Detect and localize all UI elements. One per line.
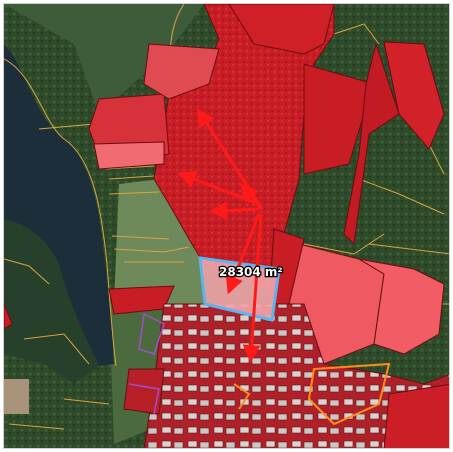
parcel-east-light xyxy=(358,258,445,355)
orange-outline-parcel xyxy=(307,362,391,426)
red-parcels xyxy=(4,4,449,448)
cadastral-boundaries xyxy=(4,4,449,430)
orange-outline-segment xyxy=(233,383,251,410)
parcel-west-light xyxy=(93,141,165,170)
parcel-east xyxy=(303,63,375,175)
arrow-icon xyxy=(242,213,263,363)
parcel-north-strip xyxy=(228,4,335,55)
arrow-icon xyxy=(240,183,264,210)
forest-patch xyxy=(4,4,204,114)
parcel-east-strip xyxy=(343,42,400,246)
shore-forest xyxy=(4,219,99,384)
residential-area xyxy=(143,303,449,448)
arrow-icon xyxy=(225,213,261,295)
satellite-map[interactable]: 28304 m² xyxy=(4,4,450,449)
parcel-edge xyxy=(4,303,13,330)
parcel-residential-west xyxy=(123,368,165,415)
arrow-icon-group xyxy=(177,108,264,363)
area-label: 28304 m² xyxy=(219,265,283,279)
map-viewport[interactable]: 28304 m² xyxy=(3,3,450,449)
purple-outline-segment xyxy=(128,383,160,415)
arrow-icon xyxy=(209,201,260,220)
purple-outline-parcel xyxy=(138,312,165,355)
parcel-west-north xyxy=(143,43,220,100)
clearing xyxy=(4,379,29,414)
parcel-northeast xyxy=(383,41,445,150)
lake xyxy=(4,44,114,366)
parcel-southeast xyxy=(383,383,449,448)
